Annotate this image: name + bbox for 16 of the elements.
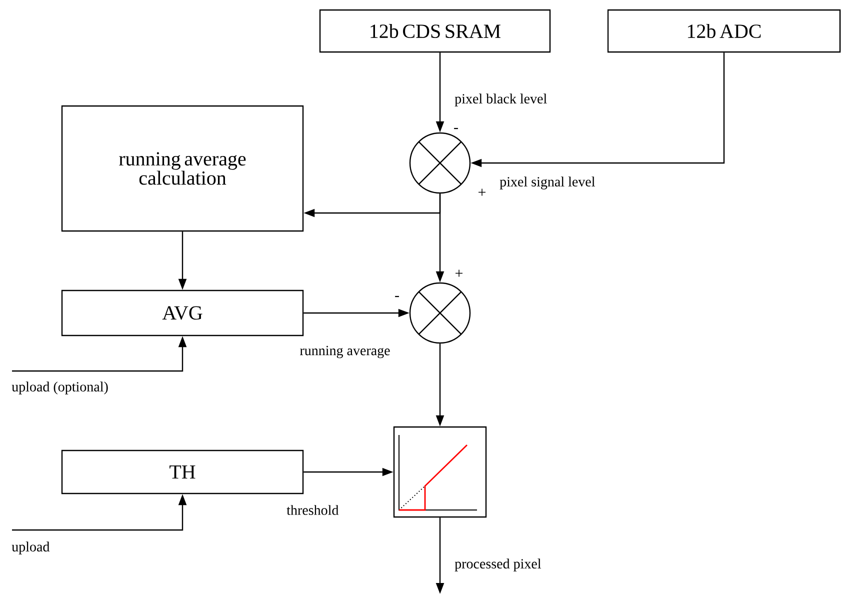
threshold-function-drawing bbox=[393, 426, 487, 518]
edge-label: pixel signal level bbox=[498, 176, 596, 190]
edge-label: threshold bbox=[286, 504, 340, 516]
process-box: AVG bbox=[61, 290, 304, 336]
summing-junction bbox=[409, 132, 471, 194]
edge-label: upload bbox=[10, 540, 51, 556]
process-box: TH bbox=[61, 450, 304, 494]
process-box: running average calculation bbox=[61, 105, 304, 232]
summing-junction bbox=[409, 282, 471, 344]
edge-label: pixel black level bbox=[454, 92, 548, 108]
process-box: 12b ADC bbox=[607, 9, 841, 53]
edge-label: processed pixel bbox=[454, 558, 542, 572]
edge-label: upload (optional) bbox=[10, 380, 110, 396]
process-box: 12b CDS SRAM bbox=[319, 9, 551, 53]
sign-label: + bbox=[478, 188, 486, 196]
edge-label: running average bbox=[298, 344, 392, 360]
